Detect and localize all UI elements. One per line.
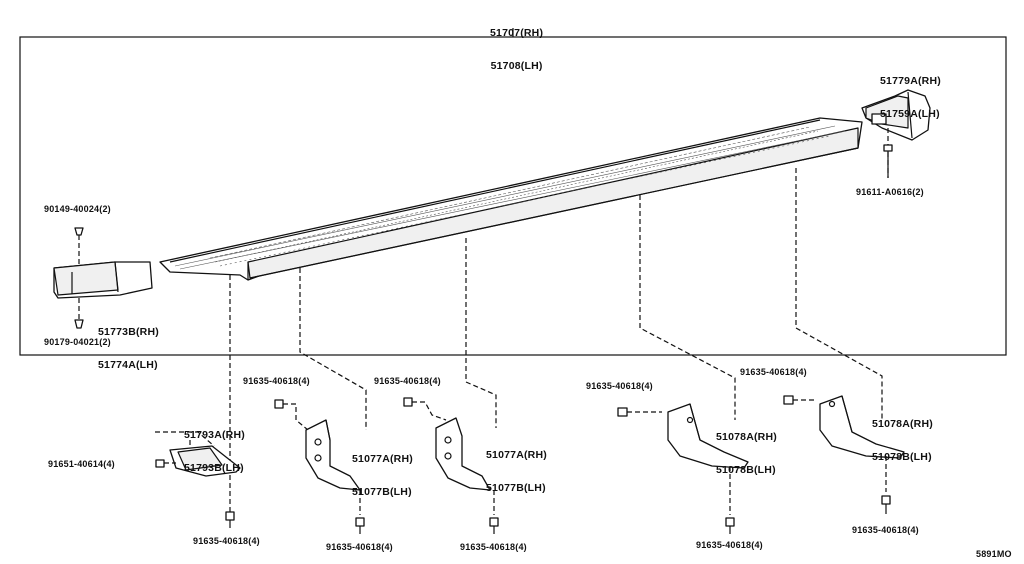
bracket-5-top-bolt	[783, 395, 816, 405]
bracket-5-bottom-bolt	[881, 456, 891, 514]
bracket-4-bottom-bolt-label: 91635-40618(4)	[696, 540, 763, 550]
rear-clip-bottom-label: 90179-04021(2)	[44, 337, 111, 347]
main-part-rh: 51707(RH)	[490, 27, 544, 39]
bracket-4-rh: 51078A(RH)	[716, 431, 777, 443]
bracket-3-label: 51077A(RH) 51077B(LH)	[486, 428, 547, 505]
bracket-1-side-bolt-label: 91651-40614(4)	[48, 459, 115, 469]
bracket-1-side-bolt	[155, 459, 176, 468]
bracket-2-part	[305, 419, 361, 491]
rear-clip-top	[74, 227, 84, 265]
bracket-4-label: 51078A(RH) 51078B(LH)	[716, 410, 777, 487]
bracket-3-top-bolt-label: 91635-40618(4)	[374, 376, 441, 386]
rear-cap-rh: 51773B(RH)	[98, 326, 159, 338]
main-part-lh: 51708(LH)	[490, 60, 543, 72]
bracket-3-rh: 51077A(RH)	[486, 449, 547, 461]
bracket-3-top-bolt	[403, 397, 447, 421]
bracket-2-bottom-bolt-label: 91635-40618(4)	[326, 542, 393, 552]
bracket-1-rh: 51793A(RH)	[184, 429, 245, 441]
bracket-5-part	[819, 395, 905, 459]
front-cover-label: 51779A(RH) 51759A(LH)	[880, 54, 941, 131]
bracket-3-part	[435, 417, 491, 491]
bracket-1-part	[155, 431, 241, 477]
bracket-5-lh: 51078B(LH)	[872, 451, 932, 463]
bracket-1-top-bolt-label: 91635-40618(4)	[243, 376, 310, 386]
front-cover-part	[861, 89, 931, 141]
bracket-4-part	[667, 403, 749, 469]
diagram-code: 5891MO	[976, 549, 1012, 559]
bracket-1-label: 51793A(RH) 51793B(LH)	[184, 408, 245, 485]
bracket-2-label: 51077A(RH) 51077B(LH)	[352, 432, 413, 509]
bracket-5-top-bolt-label: 91635-40618(4)	[740, 367, 807, 377]
front-cover-rh: 51779A(RH)	[880, 75, 941, 87]
bracket-2-bottom-bolt	[355, 490, 365, 534]
rear-clip-top-label: 90149-40024(2)	[44, 204, 111, 214]
bracket-5-label: 51078A(RH) 51078B(LH)	[872, 397, 933, 474]
bracket-1-lh: 51793B(LH)	[184, 462, 244, 474]
rear-cap-part	[53, 261, 153, 299]
bracket-3-bottom-bolt-label: 91635-40618(4)	[460, 542, 527, 552]
bracket-4-lh: 51078B(LH)	[716, 464, 776, 476]
rear-clip-bottom	[74, 298, 84, 329]
bracket-5-rh: 51078A(RH)	[872, 418, 933, 430]
front-cover-screw	[883, 144, 893, 178]
bracket-3-lh: 51077B(LH)	[486, 482, 546, 494]
bracket-3-bottom-bolt	[489, 490, 499, 534]
bracket-2-rh: 51077A(RH)	[352, 453, 413, 465]
bracket-5-bottom-bolt-label: 91635-40618(4)	[852, 525, 919, 535]
bracket-1-bottom-bolt-label: 91635-40618(4)	[193, 536, 260, 546]
bracket-4-side-bolt-label: 91635-40618(4)	[586, 381, 653, 391]
bracket-2-lh: 51077B(LH)	[352, 486, 412, 498]
rear-cap-lh: 51774A(LH)	[98, 359, 158, 371]
bracket-4-bottom-bolt	[725, 466, 735, 534]
bracket-4-side-bolt	[617, 407, 662, 417]
front-cover-lh: 51759A(LH)	[880, 108, 940, 120]
running-board-part	[159, 117, 863, 281]
rear-cap-label: 51773B(RH) 51774A(LH)	[98, 305, 159, 382]
bracket-1-top-bolt	[274, 399, 309, 431]
main-part-label: 51707(RH) 51708(LH)	[490, 6, 543, 83]
bracket-1-bottom-bolt	[225, 511, 235, 528]
front-cover-screw-label: 91611-A0616(2)	[856, 187, 924, 197]
